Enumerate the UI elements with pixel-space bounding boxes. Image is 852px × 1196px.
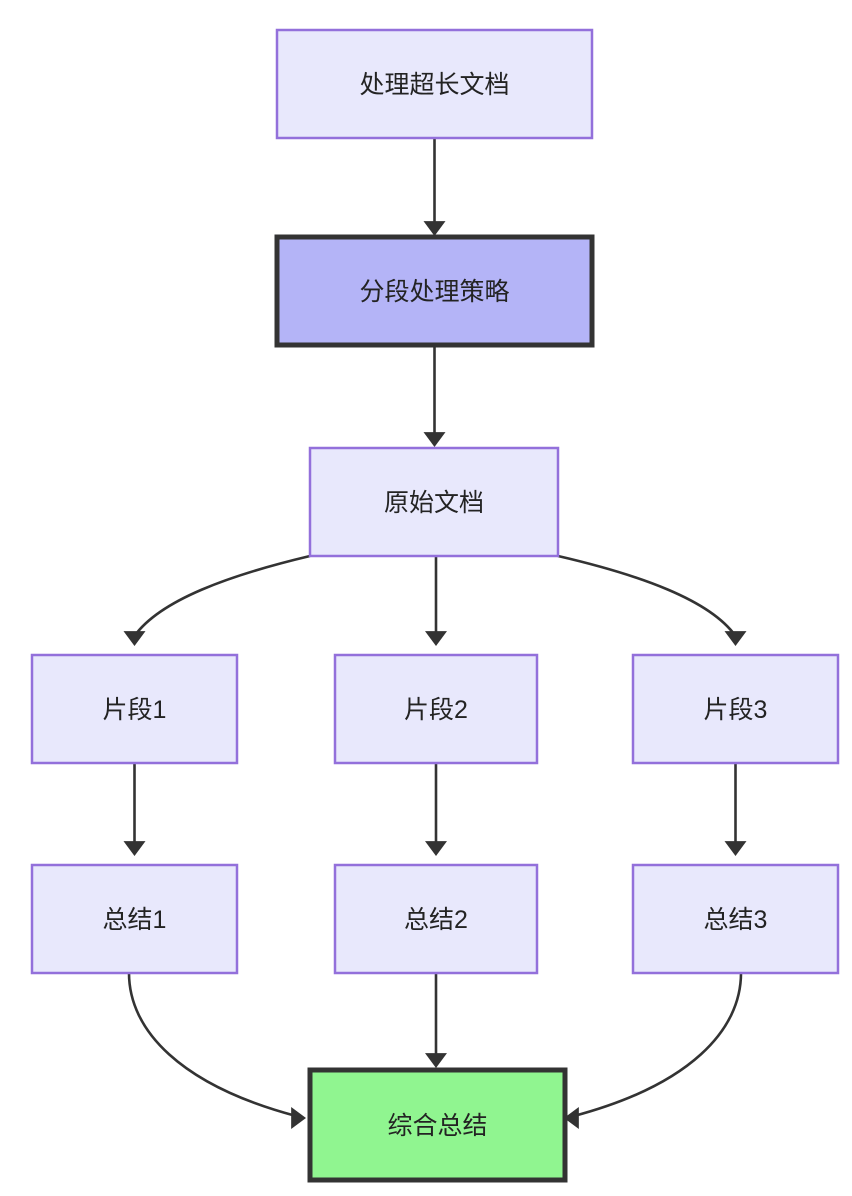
edge-n3-to-n5 (425, 556, 447, 646)
node-label: 总结2 (404, 906, 468, 934)
node-label: 总结3 (704, 906, 768, 934)
node-label: 总结1 (103, 906, 167, 934)
node-label: 处理超长文档 (359, 71, 509, 99)
node-box[interactable] (333, 653, 539, 765)
edges-layer (123, 138, 747, 1129)
arrowhead-icon (724, 841, 747, 856)
arrowhead-icon (724, 631, 747, 646)
node-box[interactable] (275, 28, 594, 140)
edge-n7-to-n10 (127, 972, 306, 1129)
edge-line (127, 972, 297, 1118)
flow-node-n5[interactable]: 片段2 (333, 653, 539, 765)
node-label: 分段处理策略 (359, 278, 509, 306)
flow-node-n6[interactable]: 片段3 (631, 653, 840, 765)
node-box[interactable] (307, 1067, 568, 1183)
node-box[interactable] (274, 234, 595, 348)
edge-n3-to-n6 (557, 554, 747, 646)
edge-n2-to-n3 (423, 345, 446, 447)
edge-line (557, 554, 737, 637)
edge-n5-to-n8 (425, 763, 447, 856)
arrowhead-icon (423, 221, 446, 236)
flow-node-n4[interactable]: 片段1 (30, 653, 239, 765)
edge-n9-to-n10 (564, 972, 743, 1129)
arrowhead-icon (291, 1107, 306, 1129)
node-box[interactable] (333, 863, 539, 975)
flow-node-n7[interactable]: 总结1 (30, 863, 239, 975)
flow-node-n3[interactable]: 原始文档 (308, 446, 560, 558)
edge-n3-to-n4 (123, 554, 311, 646)
node-label: 原始文档 (384, 489, 484, 517)
arrowhead-icon (425, 631, 447, 646)
arrowhead-icon (425, 841, 447, 856)
arrowhead-icon (123, 841, 146, 856)
flow-node-n10[interactable]: 综合总结 (307, 1067, 568, 1183)
edge-line (573, 972, 743, 1118)
node-box[interactable] (30, 653, 239, 765)
edge-n8-to-n10 (425, 973, 447, 1068)
arrowhead-icon (425, 1053, 447, 1068)
edge-line (133, 554, 311, 637)
node-box[interactable] (30, 863, 239, 975)
edge-n6-to-n9 (724, 763, 747, 856)
node-box[interactable] (631, 653, 840, 765)
node-label: 片段2 (404, 696, 468, 724)
node-box[interactable] (308, 446, 560, 558)
flow-node-n9[interactable]: 总结3 (631, 863, 840, 975)
edge-n1-to-n2 (423, 138, 446, 236)
node-label: 综合总结 (387, 1112, 487, 1140)
flow-node-n8[interactable]: 总结2 (333, 863, 539, 975)
flow-node-n2[interactable]: 分段处理策略 (274, 234, 595, 348)
arrowhead-icon (423, 432, 446, 447)
node-box[interactable] (631, 863, 840, 975)
arrowhead-icon (564, 1107, 579, 1129)
node-label: 片段1 (103, 696, 167, 724)
node-label: 片段3 (704, 696, 768, 724)
edge-n4-to-n7 (123, 763, 146, 856)
arrowhead-icon (123, 631, 146, 646)
flow-node-n1[interactable]: 处理超长文档 (275, 28, 594, 140)
